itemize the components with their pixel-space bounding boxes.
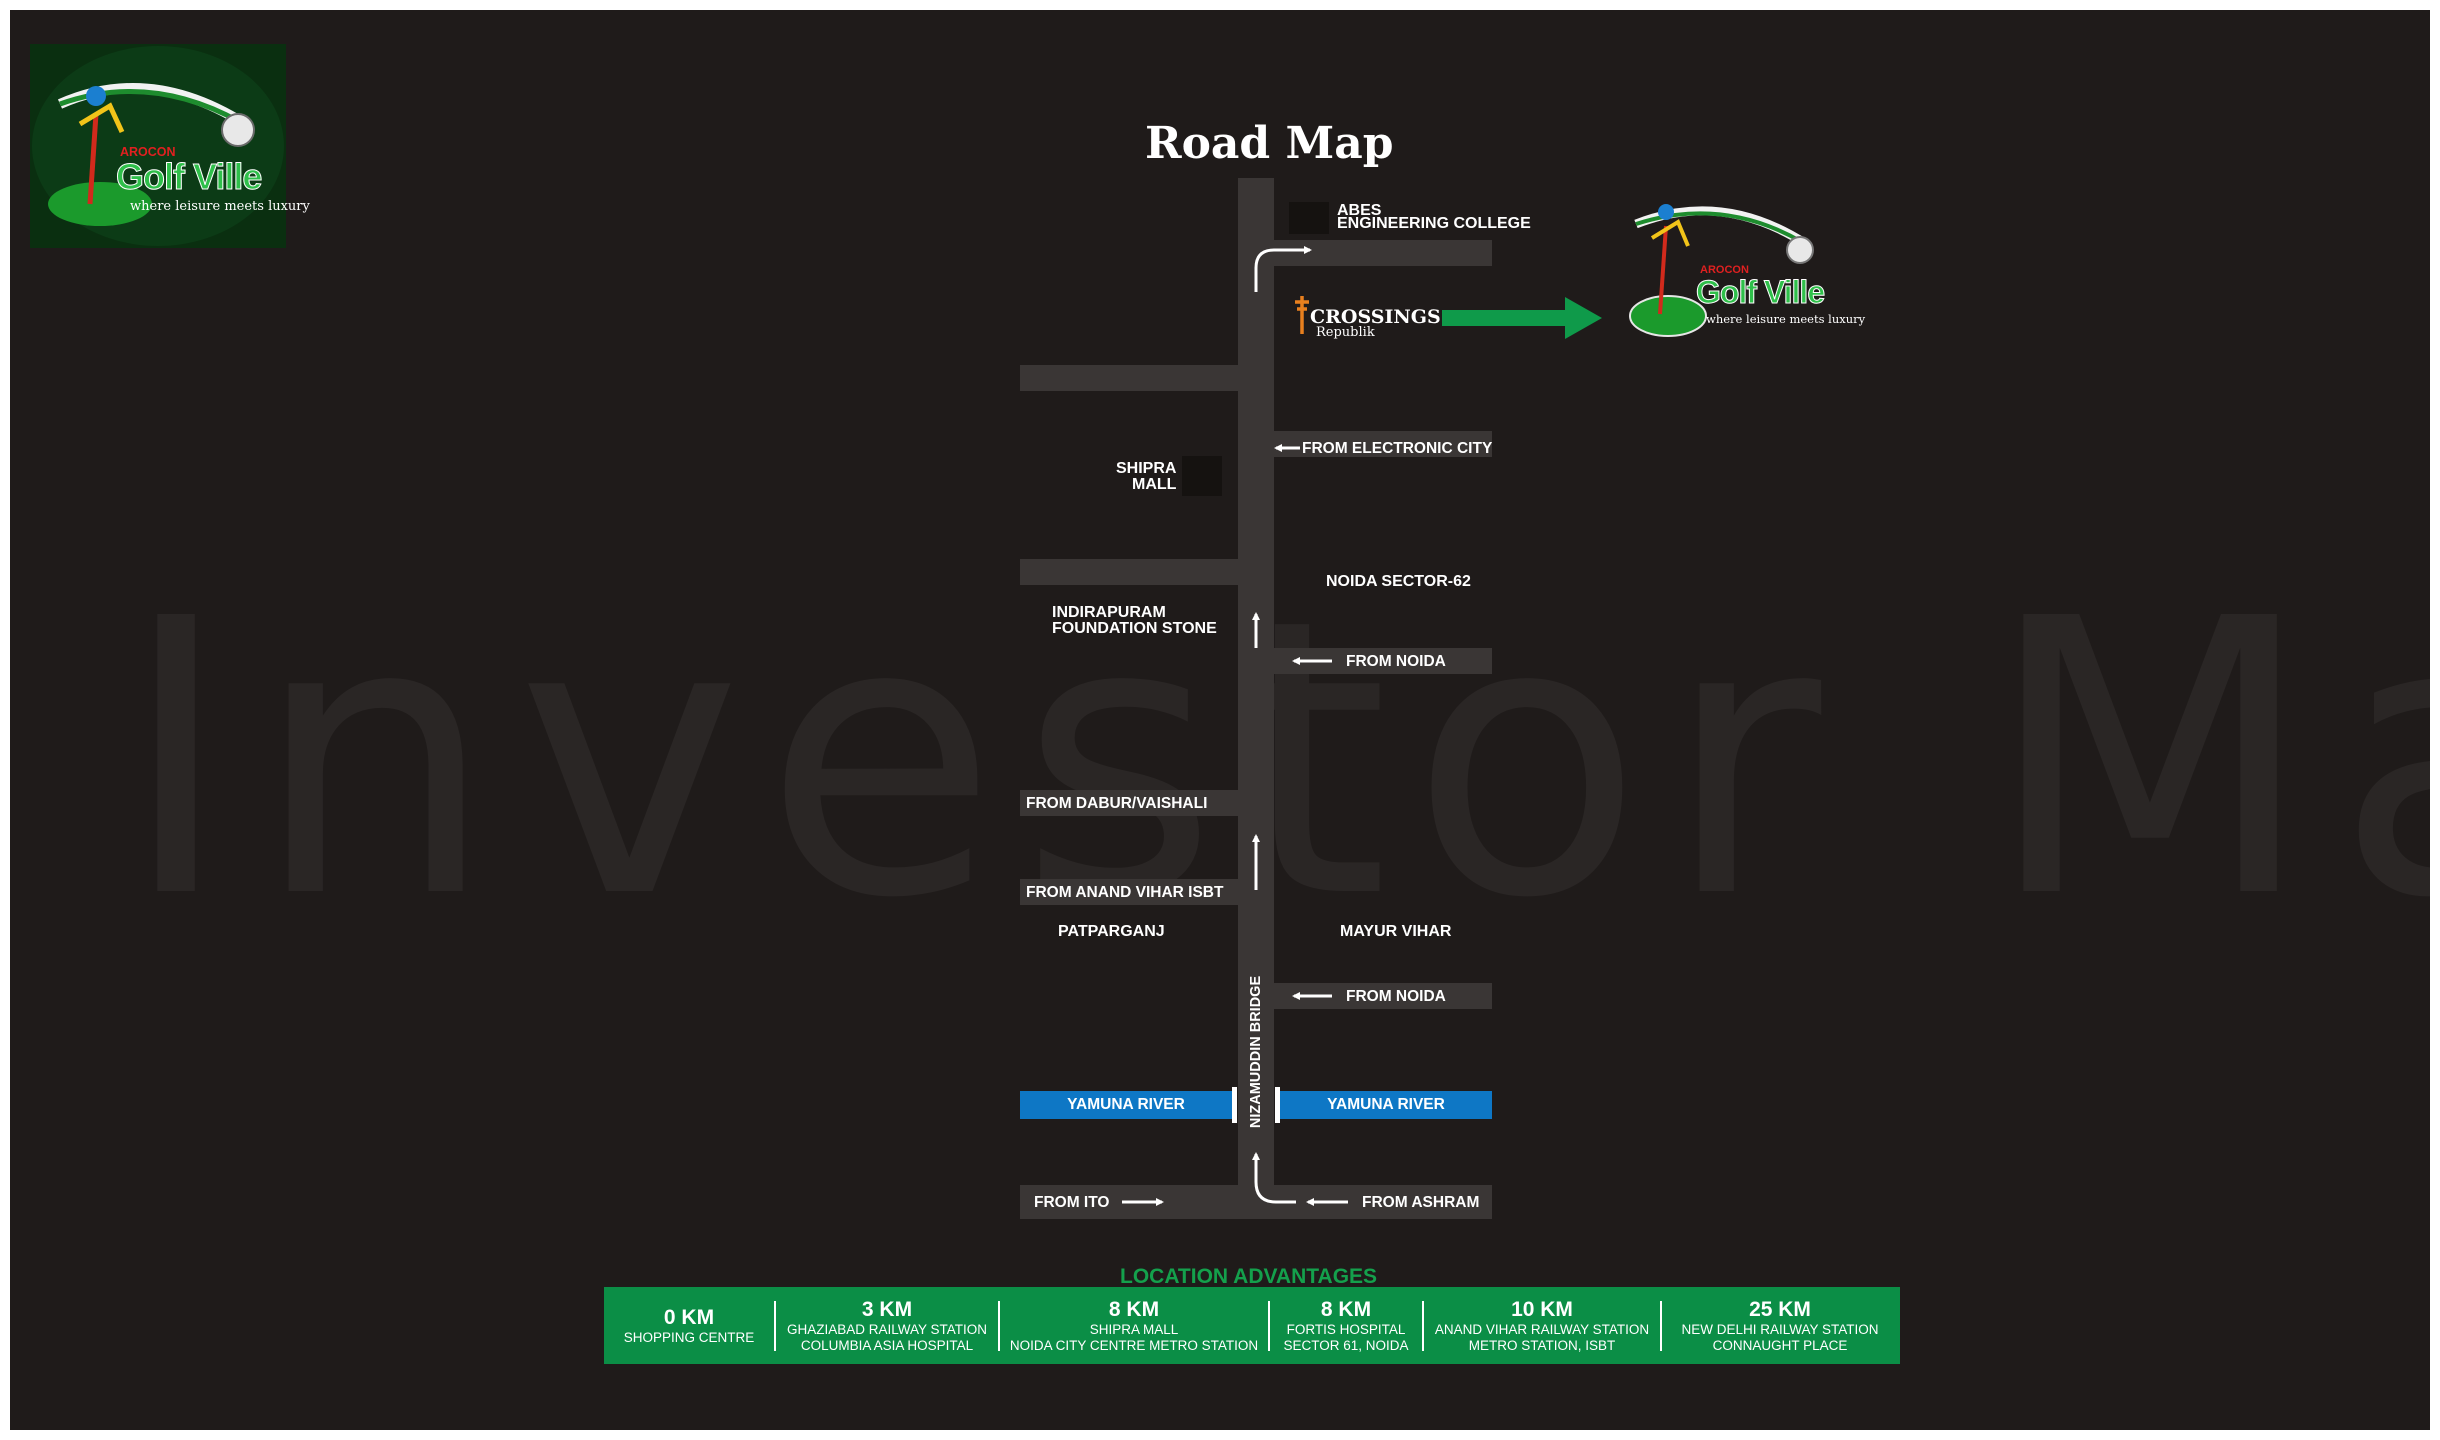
advantage-distance: 3 KM xyxy=(861,1298,913,1321)
advantage-distance: 0 KM xyxy=(663,1305,715,1329)
golfville-logo-right: AROCON Golf Ville where leisure meets lu… xyxy=(1622,186,1865,346)
advantage-divider xyxy=(1268,1300,1270,1351)
advantage-item: 8 KM SHIPRA MALL NOIDA CITY CENTRE METRO… xyxy=(1000,1287,1268,1364)
advantage-line2: NOIDA CITY CENTRE METRO STATION xyxy=(1009,1337,1259,1353)
advantage-item: 3 KM GHAZIABAD RAILWAY STATION COLUMBIA … xyxy=(776,1287,998,1364)
label-from-dabur: FROM DABUR/VAISHALI xyxy=(1026,795,1208,812)
label-indirapuram-2: FOUNDATION STONE xyxy=(1052,620,1217,637)
location-advantages-bar: 0 KM SHOPPING CENTRE 3 KM GHAZIABAD RAIL… xyxy=(604,1287,1900,1364)
advantage-line1: NEW DELHI RAILWAY STATION xyxy=(1681,1322,1879,1337)
advantage-item: 8 KM FORTIS HOSPITAL SECTOR 61, NOIDA xyxy=(1270,1287,1422,1364)
label-from-ashram: FROM ASHRAM xyxy=(1362,1194,1480,1211)
label-patparganj: PATPARGANJ xyxy=(1058,923,1165,940)
road-left-upper xyxy=(1020,365,1238,391)
label-indirapuram-1: INDIRAPURAM xyxy=(1052,604,1166,621)
label-abes-2: ENGINEERING COLLEGE xyxy=(1337,215,1531,232)
advantage-line1: ANAND VIHAR RAILWAY STATION xyxy=(1434,1322,1650,1337)
shipra-marker xyxy=(1182,456,1222,496)
golfville-logo-top-left: AROCON Golf Ville where leisure meets lu… xyxy=(30,44,310,248)
advantage-line1: SHOPPING CENTRE xyxy=(623,1329,755,1345)
advantage-item: 10 KM ANAND VIHAR RAILWAY STATION METRO … xyxy=(1424,1287,1660,1364)
arrow-turn-abes-icon xyxy=(1254,246,1312,292)
road-left-shipra xyxy=(1020,559,1238,585)
bridge-rail-left xyxy=(1232,1087,1237,1123)
logo-right-name: Golf Ville xyxy=(1695,274,1825,311)
advantage-line2: SECTOR 61, NOIDA xyxy=(1283,1337,1409,1353)
label-abes-1: ABES xyxy=(1337,202,1382,219)
green-arrow-icon xyxy=(1442,297,1602,339)
advantage-distance: 8 KM xyxy=(1108,1298,1160,1321)
label-noida-sector-62: NOIDA SECTOR-62 xyxy=(1326,573,1471,590)
advantage-divider xyxy=(1660,1300,1662,1351)
logo-brand: AROCON xyxy=(120,145,176,159)
route-arrows xyxy=(1122,246,1602,1206)
advantage-line2: METRO STATION, ISBT xyxy=(1468,1337,1616,1353)
yamuna-river-left-label: YAMUNA RIVER xyxy=(1067,1096,1185,1113)
arrow-ashram-turn-icon xyxy=(1252,1152,1296,1204)
label-shipra-2: MALL xyxy=(1132,476,1177,493)
page-title: Road Map xyxy=(1145,118,1394,169)
label-from-ito: FROM ITO xyxy=(1034,1194,1110,1211)
advantage-item: 0 KM SHOPPING CENTRE xyxy=(604,1287,774,1364)
label-from-noida-1: FROM NOIDA xyxy=(1346,653,1446,670)
label-from-anand-vihar: FROM ANAND VIHAR ISBT xyxy=(1026,884,1224,901)
yamuna-river-right-label: YAMUNA RIVER xyxy=(1327,1096,1445,1113)
advantage-divider xyxy=(774,1300,776,1351)
label-mayur-vihar: MAYUR VIHAR xyxy=(1340,923,1452,940)
advantage-line1: GHAZIABAD RAILWAY STATION xyxy=(786,1322,988,1337)
road-electronic-city xyxy=(1274,431,1492,457)
abes-marker xyxy=(1289,202,1329,234)
advantage-line2: CONNAUGHT PLACE xyxy=(1712,1337,1848,1353)
logo-right-brand: AROCON xyxy=(1700,264,1749,276)
advantage-distance: 10 KM xyxy=(1511,1298,1573,1321)
advantage-distance: 8 KM xyxy=(1320,1298,1372,1321)
road-from-dabur xyxy=(1020,790,1238,816)
yamuna-river-right: YAMUNA RIVER xyxy=(1280,1091,1492,1119)
crossings-republik-logo: CROSSINGS Republik xyxy=(1292,292,1442,342)
logo-tagline: where leisure meets luxury xyxy=(130,199,310,214)
main-road xyxy=(1238,178,1274,1210)
map-canvas: Investor Mart AROCON Golf Ville where le… xyxy=(10,10,2430,1430)
label-from-noida-2: FROM NOIDA xyxy=(1346,988,1446,1005)
label-shipra-1: SHIPRA xyxy=(1116,460,1177,477)
watermark: Investor Mart xyxy=(120,538,2430,981)
crossings-sub: Republik xyxy=(1316,325,1375,340)
advantage-item: 25 KM NEW DELHI RAILWAY STATION CONNAUGH… xyxy=(1662,1287,1898,1364)
crossings-mark-icon xyxy=(1295,296,1309,334)
advantage-line2: COLUMBIA ASIA HOSPITAL xyxy=(800,1337,974,1353)
golf-logo-right-icon xyxy=(1629,204,1814,337)
road-from-anand-vihar xyxy=(1020,879,1238,905)
advantage-divider xyxy=(998,1300,1000,1351)
yamuna-river-left: YAMUNA RIVER xyxy=(1020,1091,1232,1119)
advantage-line1: SHIPRA MALL xyxy=(1089,1322,1179,1337)
logo-right-tagline: where leisure meets luxury xyxy=(1706,312,1866,326)
golf-logo-icon xyxy=(32,46,284,246)
label-from-electronic-city: FROM ELECTRONIC CITY xyxy=(1302,440,1493,457)
advantage-line1: FORTIS HOSPITAL xyxy=(1286,1322,1406,1337)
advantage-distance: 25 KM xyxy=(1749,1298,1811,1321)
crossings-name: CROSSINGS xyxy=(1310,306,1441,328)
location-advantages-title: LOCATION ADVANTAGES xyxy=(1120,1265,1378,1288)
logo-name: Golf Ville xyxy=(115,156,262,198)
bridge-rail-right xyxy=(1275,1087,1280,1123)
advantage-divider xyxy=(1422,1300,1424,1351)
